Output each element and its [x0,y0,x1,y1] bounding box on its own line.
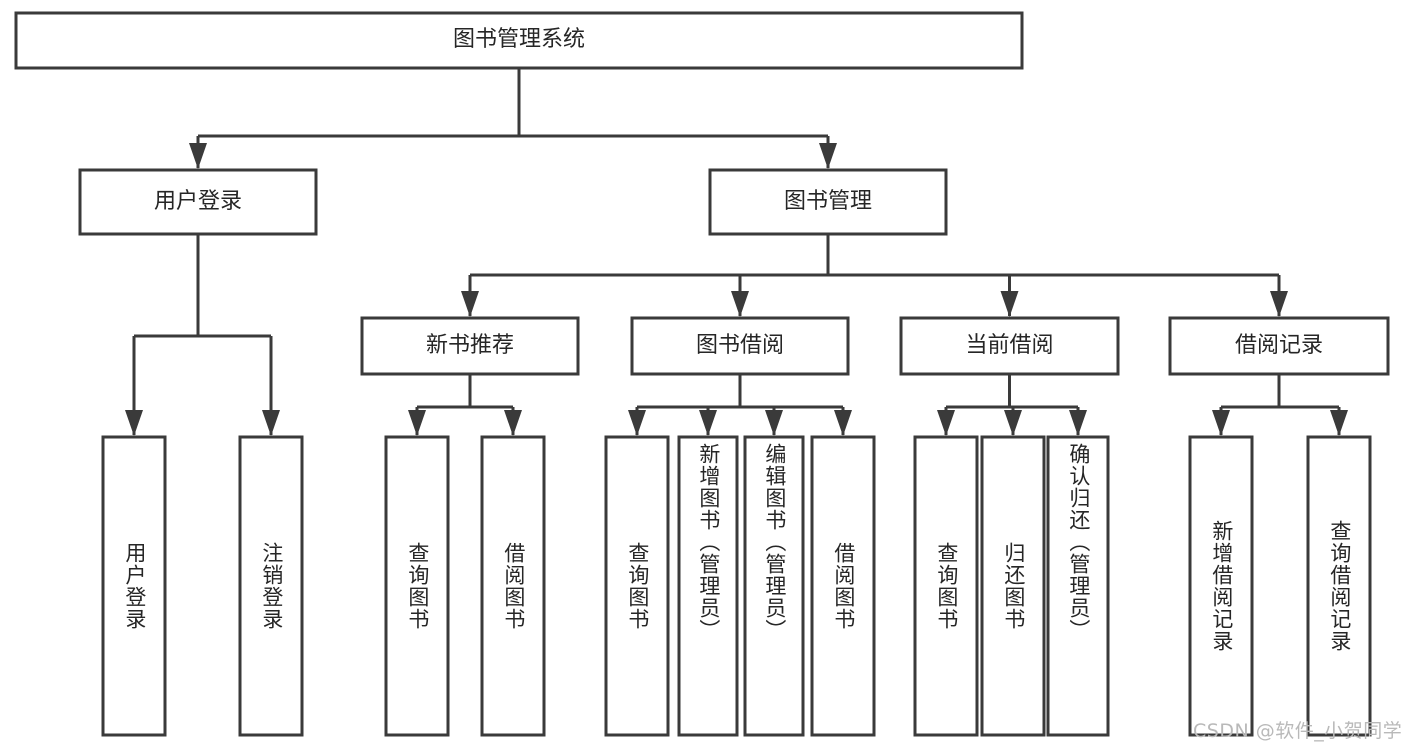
node-box-leaf-query-record[interactable] [1306,435,1372,737]
arrow-head-leaf-user-login [125,410,143,436]
node-box-current-borrow[interactable] [899,316,1120,376]
node-box-leaf-query-book-3[interactable] [913,435,979,737]
arrow-head-leaf-return-book [1004,410,1022,436]
node-box-leaf-edit-book[interactable] [743,435,805,737]
node-box-book-manage[interactable] [708,168,948,236]
node-box-leaf-user-logout[interactable] [238,435,304,737]
arrow-head-leaf-query-record [1330,410,1348,436]
node-box-user-login[interactable] [78,168,318,236]
arrow-head-leaf-add-record [1212,410,1230,436]
arrow-head-leaf-query-book-2 [628,410,646,436]
arrow-head-leaf-borrow-book-2 [834,410,852,436]
node-box-leaf-return-book[interactable] [980,435,1046,737]
arrow-head-user-login [189,143,207,169]
arrow-head-book-borrow [731,291,749,317]
node-box-leaf-query-book-1[interactable] [384,435,450,737]
arrow-head-leaf-query-book-1 [408,410,426,436]
node-box-book-borrow[interactable] [630,316,850,376]
node-box-borrow-record[interactable] [1168,316,1390,376]
arrow-head-leaf-borrow-book-1 [504,410,522,436]
arrow-head-current-borrow [1000,291,1019,317]
arrow-head-leaf-add-book [699,410,717,436]
node-box-leaf-add-book[interactable] [677,435,739,737]
node-box-leaf-confirm-return[interactable] [1046,435,1110,737]
arrow-head-leaf-edit-book [765,410,783,436]
node-box-leaf-add-record[interactable] [1188,435,1254,737]
node-box-root[interactable] [14,11,1024,70]
node-box-leaf-user-login[interactable] [101,435,167,737]
arrow-head-leaf-confirm-return [1069,410,1087,436]
node-box-new-book-recommend[interactable] [360,316,580,376]
boxes-group [14,11,1390,737]
arrow-head-borrow-record [1270,291,1288,317]
arrow-head-leaf-query-book-3 [937,410,955,436]
node-box-leaf-borrow-book-2[interactable] [810,435,876,737]
arrow-head-new-book-recommend [461,291,479,317]
edges-group [125,68,1348,436]
arrow-head-leaf-user-logout [262,410,280,436]
node-box-leaf-query-book-2[interactable] [604,435,670,737]
arrow-head-book-manage [819,143,837,169]
node-box-leaf-borrow-book-1[interactable] [480,435,546,737]
